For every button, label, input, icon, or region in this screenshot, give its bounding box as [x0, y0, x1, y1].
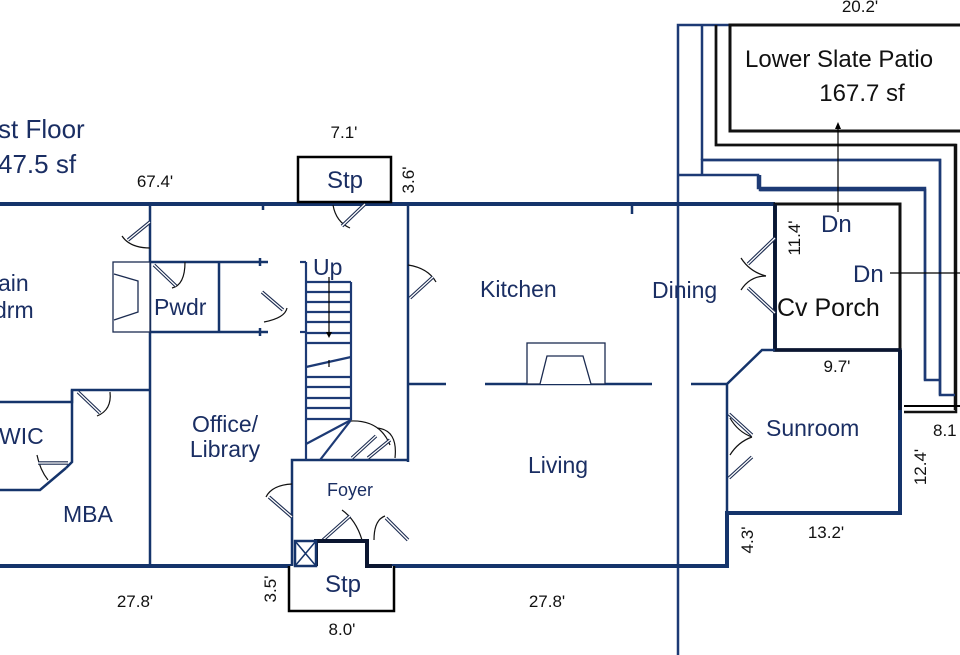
room-label-mba: MBA [63, 501, 114, 527]
dim-porch-depth: 11.4' [785, 220, 804, 255]
room-label-office-1: Office/ [192, 411, 259, 437]
patio-name: Lower Slate Patio [745, 46, 933, 73]
floor-area: 47.5 sf [0, 149, 77, 179]
room-label-foyer: Foyer [327, 480, 373, 500]
room-label-dining: Dining [652, 277, 717, 303]
patio-step-edge-inner [758, 175, 940, 382]
dim-stoop-top-depth: 3.6' [399, 167, 418, 194]
arrow-head [835, 122, 841, 129]
room-label-sunroom: Sunroom [766, 415, 859, 441]
dim-stoop-bottom-width: 8.0' [329, 620, 356, 639]
dim-top-overall: 67.4' [137, 172, 173, 191]
stoop-bottom-label: Stp [325, 571, 361, 598]
stoop-top [296, 155, 393, 204]
patio-step-edge [714, 25, 958, 414]
porch-wall [773, 204, 902, 410]
interior-walls [0, 204, 775, 566]
room-label-kitchen: Kitchen [480, 276, 557, 302]
room-label-powder: Pwdr [154, 294, 207, 320]
room-label-covered-porch: Cv Porch [777, 294, 880, 322]
room-label-office-2: Library [190, 436, 261, 462]
dim-sunroom-jog: 4.3' [738, 527, 757, 554]
patio-outline [728, 23, 960, 133]
patio-area: 167.7 sf [819, 80, 905, 107]
patio-step-edge-mid [702, 158, 955, 397]
stoop-top-label: Stp [327, 167, 363, 194]
exterior-walls [0, 202, 902, 568]
patio-width-dim: 20.2' [842, 0, 878, 16]
fireplace-bedroom [112, 261, 151, 333]
dim-sunroom-width: 13.2' [808, 523, 844, 542]
dim-deck-right: 8.1 [933, 421, 957, 440]
room-label-main-bedroom-2: drm [0, 297, 34, 323]
stairs-up-label: Up [313, 254, 342, 280]
staircase[interactable] [300, 260, 353, 461]
dim-bottom-left: 27.8' [117, 592, 153, 611]
room-label-main-bedroom-1: ain [0, 270, 29, 296]
dim-bottom-right: 27.8' [529, 592, 565, 611]
room-label-wic: WIC [0, 423, 44, 449]
doors[interactable] [36, 202, 777, 542]
dim-stoop-bottom-depth: 3.5' [261, 576, 280, 603]
porch-down-label-top: Dn [821, 211, 852, 238]
stoop-bottom [287, 539, 396, 613]
floor-title: st Floor [0, 114, 85, 144]
room-label-living: Living [528, 452, 588, 478]
dim-sunroom-depth: 12.4' [911, 449, 930, 485]
dim-stoop-top-width: 7.1' [331, 123, 358, 142]
fireplace-living [526, 342, 606, 385]
porch-down-label-right: Dn [853, 261, 884, 288]
dim-porch-width: 9.7' [824, 357, 851, 376]
